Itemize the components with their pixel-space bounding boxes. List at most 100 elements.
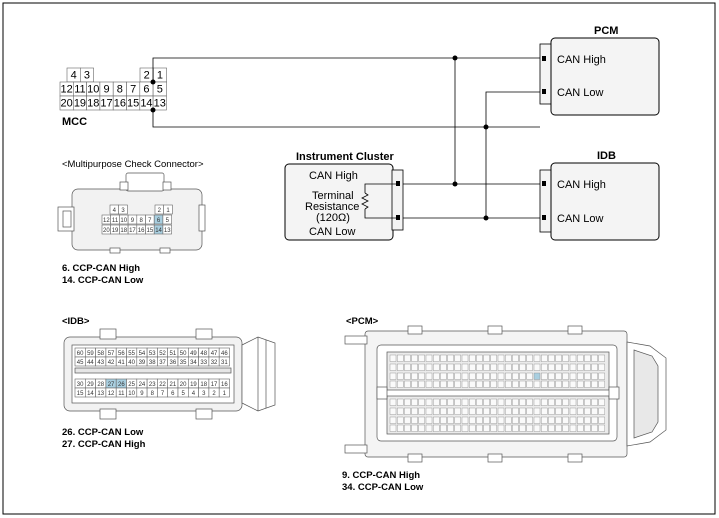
pcm-can-high: CAN High <box>557 54 606 66</box>
pcm-pin-cell <box>519 416 526 424</box>
connector-pin: 6 <box>139 81 154 97</box>
pcm-pin-cell <box>483 354 490 362</box>
connector-pin: 41 <box>115 356 127 367</box>
pcm-pin-cell <box>461 398 469 406</box>
pcm-pin-cell <box>490 380 497 388</box>
pin-number: 8 <box>117 84 123 96</box>
pin-number: 49 <box>190 351 197 357</box>
connector-pin: 16 <box>218 378 230 389</box>
pcm-pin-cell <box>598 398 605 406</box>
pcm-pin-cell <box>469 407 476 415</box>
pin-number: 20 <box>180 382 187 388</box>
pcm-title: PCM <box>594 25 618 37</box>
connector-pin: 9 <box>136 387 148 398</box>
pcm-pin-cell <box>433 380 440 388</box>
pin-number: 17 <box>100 98 112 110</box>
pcm-pin-cell <box>440 416 447 424</box>
connector-pin: 20 <box>59 95 74 111</box>
pin-number: 17 <box>129 228 136 234</box>
pcm-pin-cell <box>569 372 577 380</box>
connector-pin: 17 <box>208 378 220 389</box>
pcm-pin-cell <box>397 380 404 388</box>
pcm-pin-cell <box>490 354 497 362</box>
pin-number: 5 <box>166 218 170 224</box>
pcm-pin-cell <box>555 407 562 415</box>
pcm-pin-cell <box>490 363 497 371</box>
connector-pin: 47 <box>208 347 220 358</box>
pin-number: 15 <box>147 228 154 234</box>
connector-pin: 15 <box>145 224 155 235</box>
connector-pin: 13 <box>162 224 172 235</box>
pcm-pin-cell <box>461 416 469 424</box>
pcm-pin-cell <box>411 354 418 362</box>
pcm-pin-cell <box>584 416 591 424</box>
pcm-pin-cell <box>569 416 577 424</box>
connector-pin: 5 <box>162 214 172 225</box>
pcm-pin-cell <box>541 424 548 432</box>
pcm-pin-cell <box>469 354 476 362</box>
connector-pin: 42 <box>105 356 117 367</box>
cluster-title: Instrument Cluster <box>296 151 395 163</box>
pin-number: 18 <box>87 98 99 110</box>
pin-number: 57 <box>108 351 115 357</box>
pcm-pin-cell <box>505 380 512 388</box>
pcm-pin-cell <box>447 363 454 371</box>
pcm-pin-cell <box>418 354 425 362</box>
pcm-pin-cell <box>397 354 404 362</box>
connector-pin: 4 <box>188 387 199 398</box>
pcm-pin-cell <box>548 424 555 432</box>
pcm-pin-cell <box>411 424 418 432</box>
pin-number: 13 <box>154 98 166 110</box>
pcm-pin-cell <box>512 380 519 388</box>
connector-pin: 38 <box>146 356 158 367</box>
connector-pin: 4 <box>66 67 81 83</box>
pin-number: 46 <box>221 351 228 357</box>
pcm-pin-cell <box>541 354 548 362</box>
pin-number: 15 <box>127 98 139 110</box>
pcm-pin-cell <box>533 363 541 371</box>
pcm-pin-cell <box>469 424 476 432</box>
pin-number: 3 <box>202 391 206 397</box>
idb-title: IDB <box>597 150 616 162</box>
pcm-pin-cell <box>569 407 577 415</box>
pcm-pin-cell <box>433 354 440 362</box>
pcm-pin-cell <box>476 363 483 371</box>
pin-number: 19 <box>190 382 197 388</box>
pin-number: 5 <box>181 391 185 397</box>
pcm-pin-cell <box>526 372 533 380</box>
connector-pin: 23 <box>146 378 158 389</box>
pcm-pin-cell <box>512 354 519 362</box>
pcm-pin-cell <box>397 363 404 371</box>
pcm-pin-cell <box>469 380 476 388</box>
connector-pin: 27 <box>105 378 117 389</box>
pcm-pin-cell <box>454 407 461 415</box>
connector-pin: 34 <box>188 356 199 367</box>
pcm-pin-cell <box>476 416 483 424</box>
connector-pin: 19 <box>73 95 87 111</box>
junction-dot <box>483 215 489 221</box>
pcm-pin-cell <box>411 372 418 380</box>
pcm-pin-cell <box>497 363 505 371</box>
pcm-pin-cell <box>519 398 526 406</box>
connector-pin: 52 <box>157 347 168 358</box>
pin-number: 11 <box>112 218 119 224</box>
pcm-pin-cell <box>584 372 591 380</box>
resistor-label-2: Resistance <box>305 201 359 213</box>
pcm-pin-cell <box>505 416 512 424</box>
connector-pin: 37 <box>157 356 168 367</box>
pcm-pin-cell <box>425 398 433 406</box>
connector-pin: 2 <box>154 204 164 215</box>
junction-dot <box>452 181 458 187</box>
pcm-pin-cell <box>512 416 519 424</box>
pcm-pin-cell <box>526 363 533 371</box>
pcm-pin-cell <box>389 424 397 432</box>
pcm-pins <box>389 354 605 432</box>
pcm-pin-cell <box>555 354 562 362</box>
pcm-pin-cell <box>440 372 447 380</box>
pin-number: 38 <box>149 360 156 366</box>
pcm-pin-cell <box>461 354 469 362</box>
pcm-pin-cell <box>418 424 425 432</box>
pcm-pin-cell <box>425 380 433 388</box>
pcm-pin-cell <box>562 363 569 371</box>
